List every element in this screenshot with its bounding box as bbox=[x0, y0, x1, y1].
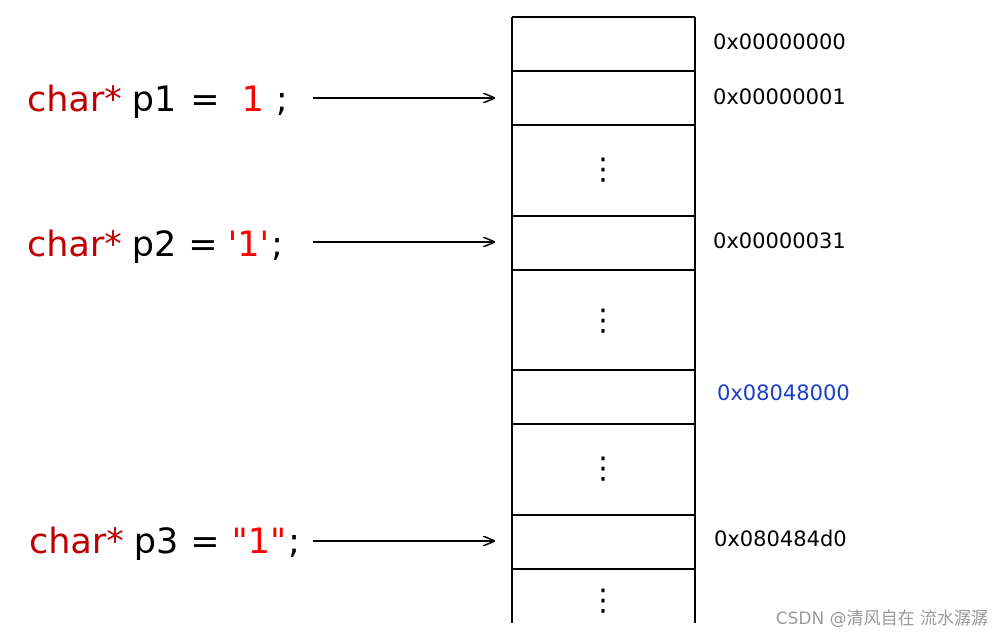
variable-name: p2 bbox=[132, 225, 177, 265]
memory-ellipsis: ⋮ bbox=[588, 152, 618, 187]
assigned-value: 1 bbox=[242, 80, 264, 120]
type-keyword: char* bbox=[27, 225, 122, 265]
semicolon: ; bbox=[288, 522, 300, 562]
variable-name: p3 bbox=[134, 522, 179, 562]
declaration-p2: char*p2 = '1'; bbox=[27, 225, 494, 265]
type-keyword: char* bbox=[29, 522, 124, 562]
semicolon: ; bbox=[276, 80, 288, 120]
address-label: 0x00000001 bbox=[713, 85, 846, 109]
declaration-p3: char*p3 = "1"; bbox=[29, 522, 494, 562]
address-label-highlighted: 0x08048000 bbox=[717, 381, 850, 405]
memory-ellipsis: ⋮ bbox=[588, 303, 618, 338]
svg-text:char*p2='1';: char*p2 = '1'; bbox=[27, 225, 283, 265]
memory-ellipsis: ⋮ bbox=[588, 583, 618, 618]
declaration-p1: char*p1 = 1; bbox=[27, 80, 494, 120]
watermark-text: CSDN @清风自在 流水潺潺 bbox=[776, 609, 988, 629]
memory-ellipsis: ⋮ bbox=[588, 451, 618, 486]
type-keyword: char* bbox=[27, 80, 122, 120]
address-label: 0x00000000 bbox=[713, 30, 846, 54]
assigned-value: '1' bbox=[228, 225, 270, 265]
address-label: 0x00000031 bbox=[713, 229, 846, 253]
assign-operator: = bbox=[188, 225, 217, 265]
address-label: 0x080484d0 bbox=[714, 527, 847, 551]
memory-column bbox=[511, 16, 696, 623]
assign-operator: = bbox=[190, 80, 219, 120]
svg-text:char*p3="1";: char*p3 = "1"; bbox=[29, 522, 300, 562]
assign-operator: = bbox=[190, 522, 219, 562]
variable-name: p1 bbox=[132, 80, 177, 120]
assigned-value: "1" bbox=[232, 522, 286, 562]
semicolon: ; bbox=[271, 225, 283, 265]
svg-text:char*p1=1;: char*p1 = 1; bbox=[27, 80, 288, 120]
